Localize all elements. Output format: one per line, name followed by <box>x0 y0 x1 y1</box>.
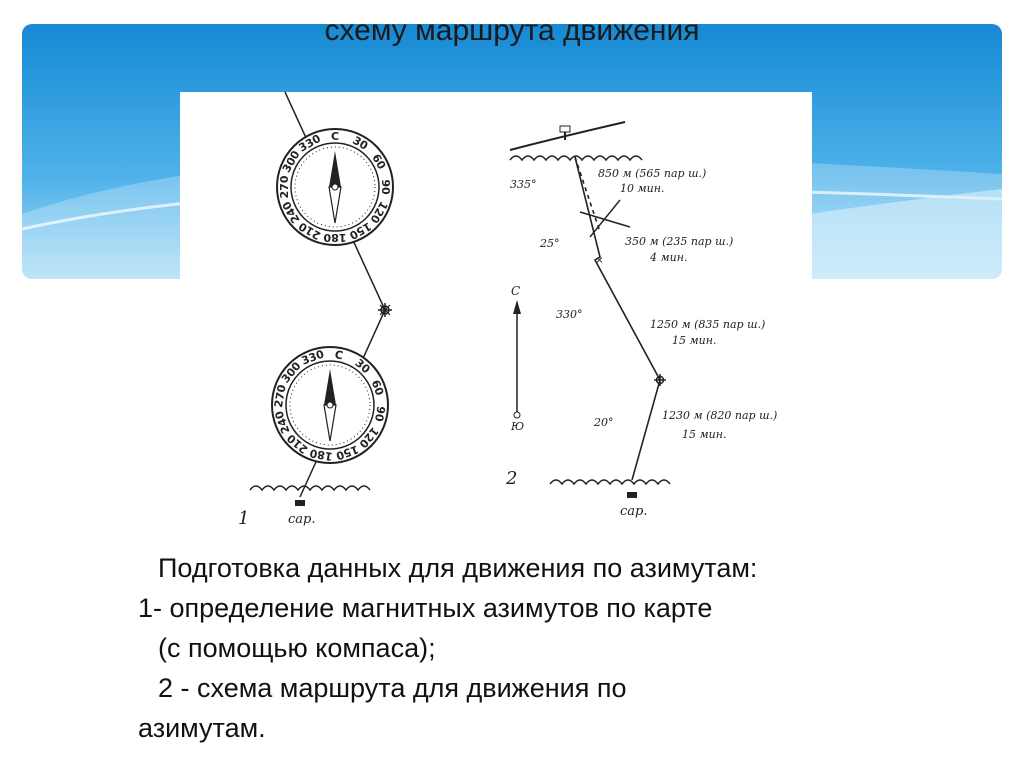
target-marker-icon <box>559 125 571 140</box>
landmark-star-icon <box>378 303 392 317</box>
bushes-2 <box>549 479 671 486</box>
segment-2-distance: 350 м (235 пар ш.) <box>625 235 733 248</box>
segment-3-azimuth: 330° <box>556 308 583 321</box>
turn-mark: × <box>596 253 603 267</box>
route-polyline <box>574 156 661 481</box>
start-point-2 <box>627 492 637 498</box>
dial-label: 180 <box>323 231 346 244</box>
caption-line-1: Подготовка данных для движения по азимут… <box>158 553 758 583</box>
fig2-label: 2 <box>505 468 517 489</box>
segment-2-time: 4 мин. <box>649 251 687 264</box>
segment-4-azimuth: 20° <box>593 416 614 429</box>
dial-label: 270 <box>278 175 291 198</box>
segment-4-distance: 1230 м (820 пар ш.) <box>662 409 777 422</box>
page-title: схему маршрута движения <box>324 14 700 47</box>
caption-line-2: 1- определение магнитных азимутов по кар… <box>138 593 713 623</box>
fig2-start-label: сар. <box>620 504 648 519</box>
caption-line-4: 2 - схема маршрута для движения по <box>158 673 627 703</box>
segment-1-time: 10 мин. <box>620 182 664 195</box>
caption-line-5: азимутам. <box>138 713 266 743</box>
north-label: С <box>511 284 520 298</box>
start-point-1 <box>295 500 305 506</box>
segment-1-azimuth: 335° <box>510 178 537 191</box>
fig1-label: 1 <box>238 508 249 529</box>
segment-2-azimuth: 25° <box>539 237 560 250</box>
segment-3-distance: 1250 м (835 пар ш.) <box>650 318 765 331</box>
bushes-top <box>509 155 643 162</box>
fig1-start-label: сар. <box>288 512 316 527</box>
dial-label: 90 <box>379 179 392 195</box>
caption-line-3: (с помощью компаса); <box>158 633 436 663</box>
segment-4-time: 15 мин. <box>682 428 726 441</box>
dial-label: С <box>331 130 339 143</box>
landmark-star-icon <box>654 374 666 386</box>
dial-label: С <box>334 348 344 362</box>
terrain-arc <box>509 121 626 151</box>
dial-label: 180 <box>308 446 333 463</box>
segment-3-time: 15 мин. <box>672 334 716 347</box>
dial-label: 270 <box>272 383 289 408</box>
dial-label: 60 <box>369 378 387 397</box>
segment-1-distance: 850 м (565 пар ш.) <box>598 167 706 180</box>
south-label: Ю <box>510 420 524 433</box>
dial-label: 90 <box>372 405 388 423</box>
bushes-1 <box>249 485 371 492</box>
